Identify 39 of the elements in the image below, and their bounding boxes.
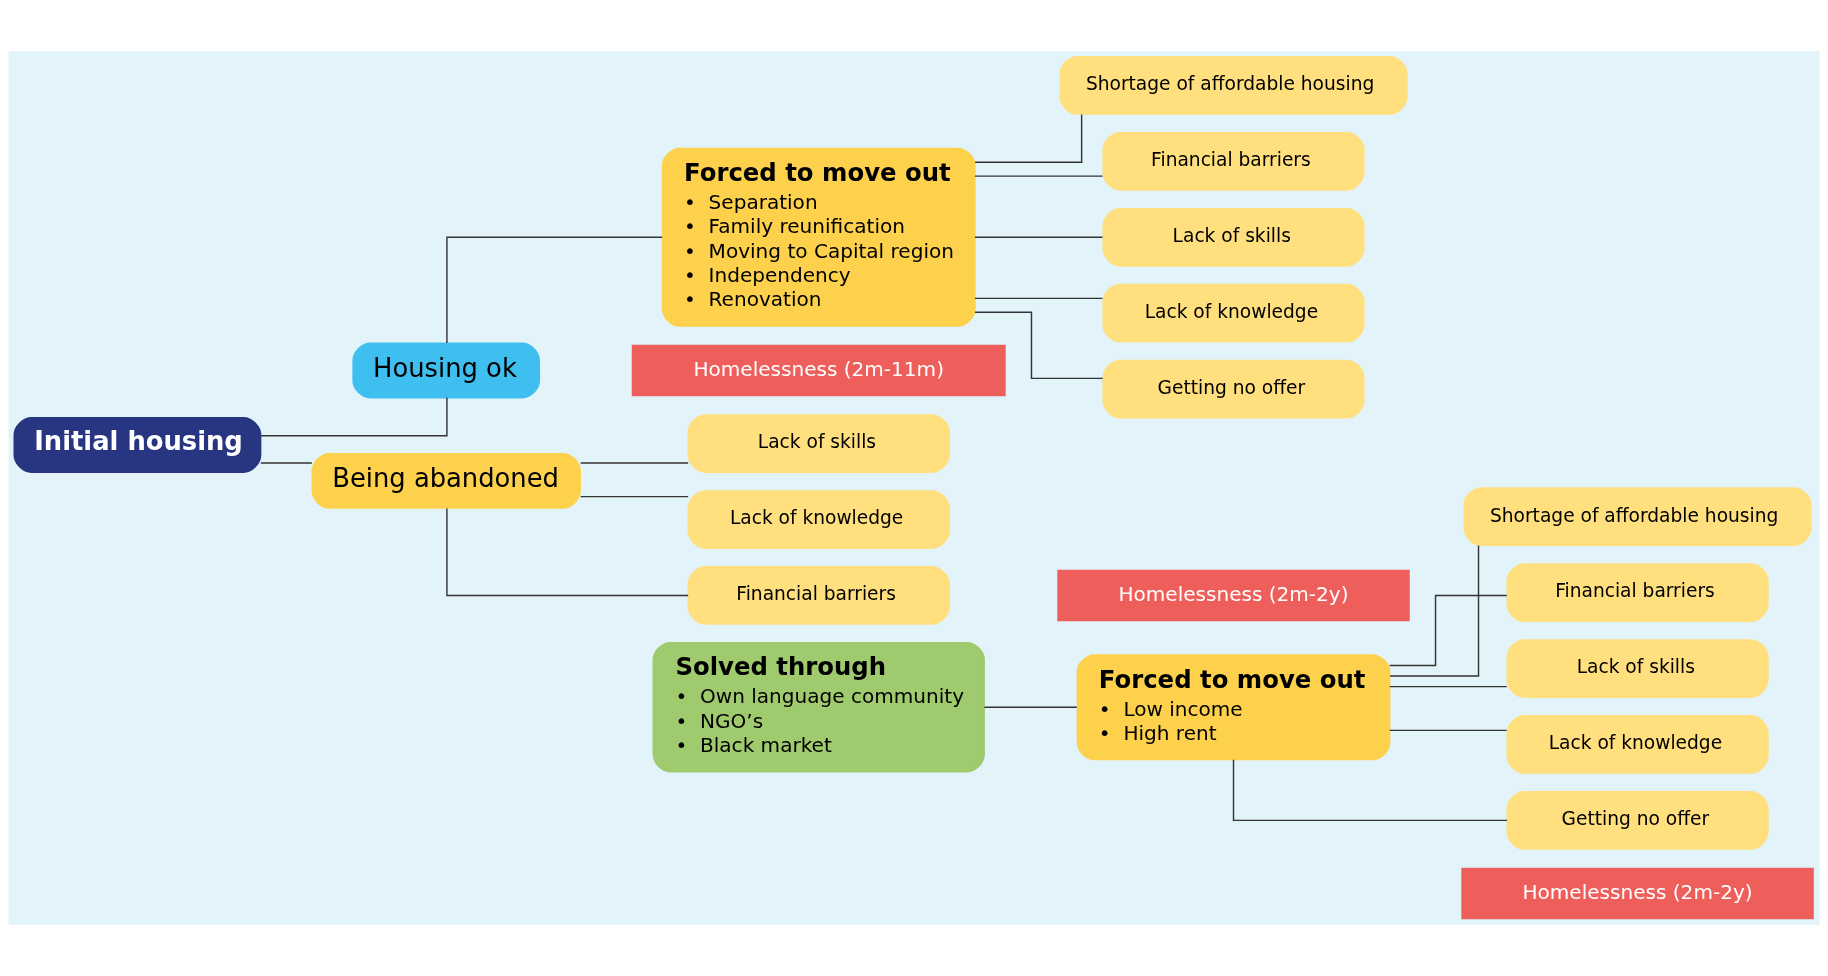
node-box: Lack of skills <box>687 414 950 473</box>
label: Homelessness (2m-2y) <box>1118 581 1349 606</box>
connector <box>1389 685 1508 688</box>
node-box: Lack of knowledge <box>1102 283 1365 343</box>
node-box: Getting no offer <box>1102 359 1365 419</box>
connector <box>974 297 1104 300</box>
node-box: Financial barriers <box>1102 131 1365 191</box>
connector <box>974 311 1104 380</box>
node-box: Lack of skills <box>1506 639 1769 698</box>
node-box: Shortage of affordable housing <box>1059 56 1408 115</box>
connector <box>974 175 1104 177</box>
connector <box>446 236 663 344</box>
connector <box>974 236 1104 238</box>
node-box: Financial barriers <box>687 566 950 625</box>
connector <box>983 706 1078 708</box>
connector <box>260 397 448 437</box>
node-box: Forced to move out • Low income • High rent <box>1076 654 1391 761</box>
connector <box>1389 544 1480 677</box>
connector <box>1389 729 1508 732</box>
node-box: Shortage of affordable housing <box>1463 487 1812 547</box>
label: Homelessness (2m-2y) <box>1522 879 1753 904</box>
node-box: Getting no offer <box>1506 791 1769 850</box>
node-box: Solved through • Own language community • NGO’s • Black market <box>652 642 985 773</box>
connector <box>579 495 689 498</box>
node-box: Being abandoned <box>311 452 581 509</box>
node-box: Lack of skills <box>1102 207 1365 267</box>
label: Homelessness (2m-11m) <box>693 356 944 381</box>
connector <box>579 462 689 464</box>
connector <box>1388 594 1508 667</box>
node-box: Forced to move out • Separation • Family reunification • Moving to Capital region • Independency • Renovation <box>661 147 976 327</box>
connector <box>974 113 1083 163</box>
node-box: Financial barriers <box>1506 563 1769 622</box>
connector <box>446 507 689 597</box>
node-box: Lack of knowledge <box>687 490 950 549</box>
connector <box>260 462 313 464</box>
node-box: Housing ok <box>352 342 541 399</box>
node-box: Initial housing <box>13 417 262 473</box>
node-box: Lack of knowledge <box>1506 715 1769 774</box>
connector <box>1232 759 1508 822</box>
